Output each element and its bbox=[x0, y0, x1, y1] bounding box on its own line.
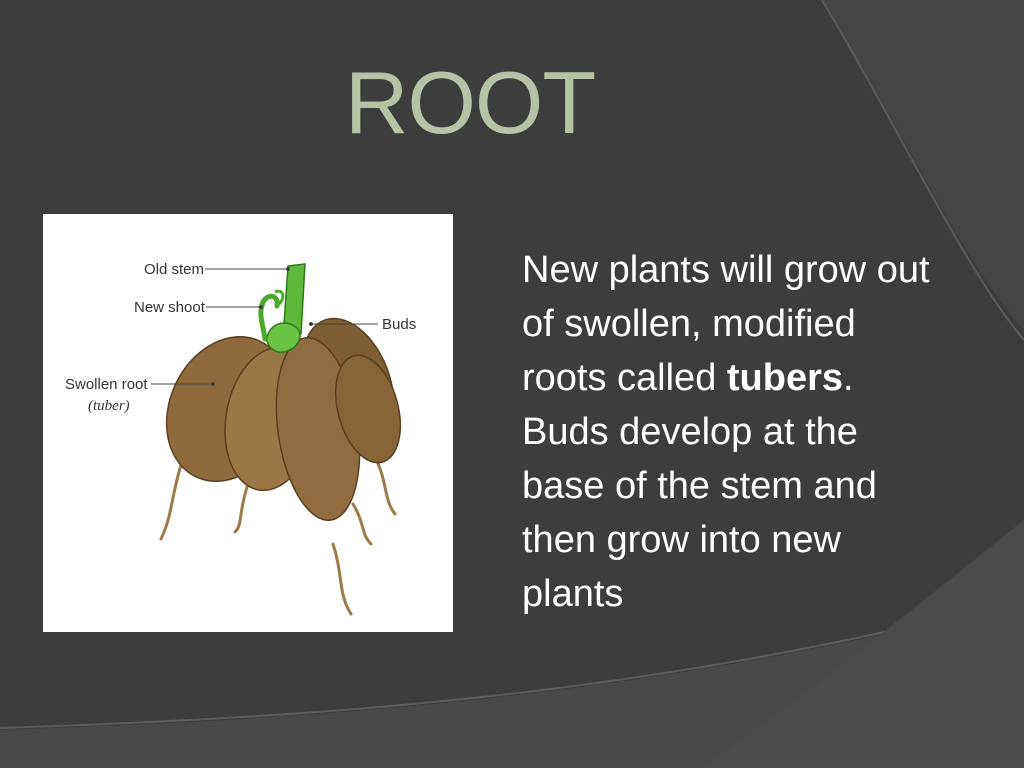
body-line: plants bbox=[522, 573, 624, 615]
body-line: roots called tubers. bbox=[522, 351, 1022, 405]
body-paragraph: New plants will grow out of swollen, mod… bbox=[522, 243, 1022, 621]
tuber bbox=[334, 354, 402, 464]
body-line: of swollen, modified bbox=[522, 303, 856, 345]
stem bbox=[258, 263, 306, 353]
body-line: base of the stem and bbox=[522, 465, 877, 507]
label-new-shoot: New shoot bbox=[134, 299, 206, 316]
root-tail bbox=[159, 457, 185, 541]
body-text-span: roots called bbox=[522, 357, 727, 399]
keyword-tubers: tubers bbox=[726, 357, 844, 399]
label-buds: Buds bbox=[382, 316, 416, 333]
body-line: then grow into new bbox=[522, 519, 841, 561]
body-line: Buds develop at the bbox=[522, 411, 858, 453]
slide-title: ROOT bbox=[344, 53, 596, 152]
label-old-stem: Old stem bbox=[144, 261, 204, 278]
root-tail bbox=[233, 482, 250, 534]
label-tuber: (tuber) bbox=[88, 398, 130, 414]
tuber-diagram: Old stem New shoot Buds Swollen root (tu… bbox=[43, 214, 453, 632]
root-tail bbox=[331, 542, 353, 616]
body-text-span: . bbox=[843, 357, 854, 399]
tuber-illustration: Old stem New shoot Buds Swollen root (tu… bbox=[65, 261, 416, 616]
root-tail bbox=[351, 502, 373, 546]
label-swollen-root: Swollen root bbox=[65, 376, 148, 393]
body-line: New plants will grow out bbox=[522, 249, 930, 291]
